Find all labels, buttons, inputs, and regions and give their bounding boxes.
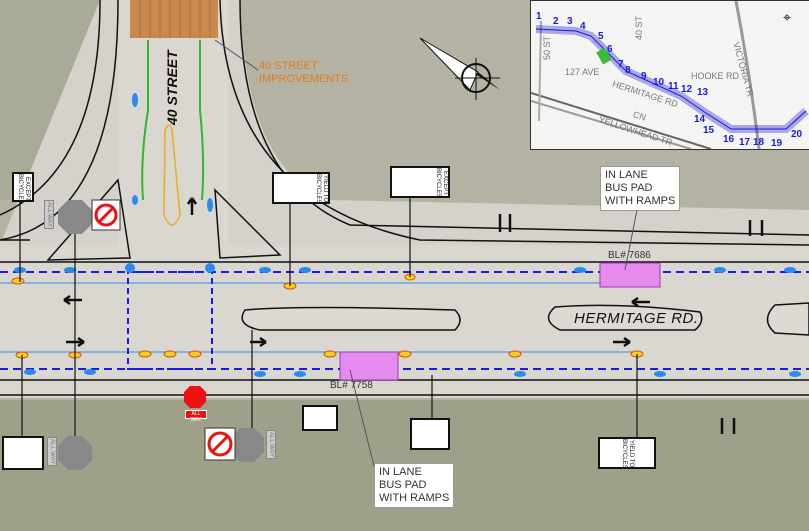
sign-text: EXCEPT BICYCLES	[17, 174, 30, 204]
bus-stop-id: BL# 7686	[608, 250, 651, 261]
median-island	[547, 304, 703, 331]
segment-number: 3	[567, 16, 573, 27]
street-label: HOOKE RD	[691, 71, 740, 81]
all-way-red-tab: ALL WAY	[185, 410, 207, 423]
sign-text: ALL WAY	[49, 439, 55, 465]
sign-text: EXCEPT BICYCLES	[435, 168, 448, 198]
street-improvements-area	[130, 0, 218, 38]
all-way-tab: ALL WAY	[44, 200, 54, 230]
street-label: 127 AVE	[565, 67, 600, 77]
sign-text: ALL WAY	[190, 411, 202, 423]
bus-pad-7686	[599, 262, 661, 288]
segment-number: 12	[681, 84, 693, 95]
stop-sign-gray	[58, 436, 92, 470]
callout-line: IN LANE	[379, 466, 422, 478]
segment-number: 4	[580, 21, 586, 32]
sign-yield-to-bicycles: YIELD TO BICYCLES	[598, 437, 656, 469]
all-way-tab: ALL WAY	[266, 430, 276, 460]
segment-number: 17	[739, 137, 751, 148]
segment-number: 11	[668, 81, 679, 92]
key-map-inset: 50 ST 40 ST 127 AVE HOOKE RD HERMITAGE R…	[530, 0, 809, 150]
callout-line: BUS PAD	[605, 182, 653, 194]
no-u-turn-sign	[91, 199, 121, 231]
cross-street-label: 40 STREET	[164, 50, 180, 125]
segment-number: 6	[607, 44, 613, 55]
sign-except-bicycles: EXCEPT BICYCLES	[390, 166, 450, 198]
segment-number: 8	[625, 65, 631, 76]
bus-stop-id: BL# 7758	[330, 380, 373, 391]
street-improvements-label: 40 STREET IMPROVEMENTS	[259, 60, 349, 85]
street-label: 40 ST	[634, 15, 645, 41]
sign-yield-to-bicycles: YIELD TO BICYCLES	[272, 172, 330, 204]
street-label: 50 ST	[542, 35, 553, 61]
bus-pad-7758	[339, 351, 399, 381]
sign-text: YIELD TO BICYCLES	[315, 174, 328, 204]
lane-shift-sign	[2, 436, 44, 470]
all-way-tab: ALL WAY	[47, 437, 57, 467]
road-name-label: HERMITAGE RD.	[574, 310, 699, 327]
callout-line: BUS PAD	[379, 479, 427, 491]
segment-number: 18	[753, 137, 765, 148]
turn-sign	[410, 418, 450, 450]
bus-pad-callout: IN LANE BUS PAD WITH RAMPS	[600, 166, 681, 211]
bus-pad-callout: IN LANE BUS PAD WITH RAMPS	[374, 463, 455, 508]
stop-sign-red	[184, 386, 206, 408]
compass-icon: ⌖	[783, 9, 791, 25]
no-u-turn-sign	[204, 427, 236, 461]
stop-sign-gray	[58, 200, 92, 234]
yield-sign	[302, 405, 338, 431]
north-arrow-icon	[419, 37, 500, 100]
highlighted-segment	[596, 47, 612, 65]
segment-number: 19	[771, 138, 783, 149]
segment-number: 10	[653, 77, 665, 88]
sign-text: YIELD TO BICYCLES	[621, 439, 634, 469]
sign-text: ALL WAY	[268, 432, 274, 458]
segment-number: 9	[641, 71, 647, 82]
segment-number: 5	[598, 31, 604, 42]
segment-number: 20	[791, 129, 803, 140]
segment-number: 2	[553, 16, 559, 27]
callout-line: IN LANE	[605, 169, 648, 181]
callout-line: WITH RAMPS	[379, 492, 450, 504]
segment-number: 15	[703, 125, 715, 136]
median-island	[766, 302, 809, 336]
sign-except-bicycles: EXCEPT BICYCLES	[12, 172, 34, 204]
callout-line: WITH RAMPS	[605, 195, 676, 207]
segment-number: 13	[697, 87, 709, 98]
segment-number: 7	[618, 59, 624, 70]
median-island	[241, 306, 461, 331]
40-street-surface	[118, 0, 228, 260]
stop-sign-gray	[230, 428, 264, 462]
segment-number: 14	[694, 114, 706, 125]
segment-number: 16	[723, 134, 735, 145]
sign-text: ALL WAY	[46, 202, 52, 228]
segment-number: 1	[536, 11, 542, 22]
crosswalk-box	[127, 271, 213, 370]
